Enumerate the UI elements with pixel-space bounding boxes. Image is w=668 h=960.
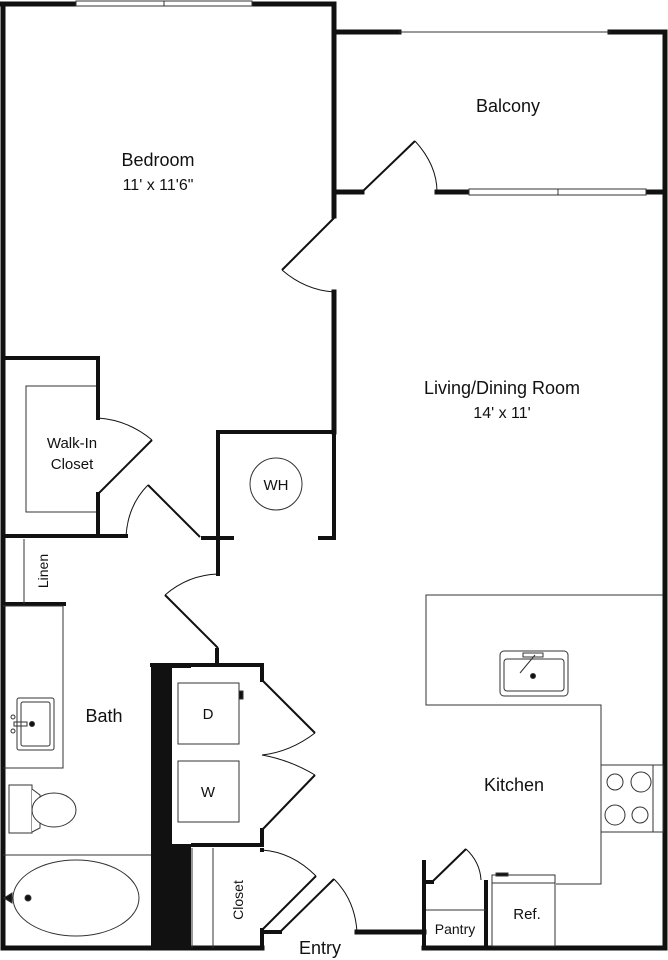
walkin-closet-label-2: Closet: [51, 456, 94, 473]
washer-label: W: [201, 784, 216, 801]
closet-label: Closet: [230, 880, 246, 920]
living-room-dimensions: 14' x 11': [473, 405, 530, 422]
bath-label: Bath: [85, 706, 122, 726]
linen-label: Linen: [35, 554, 51, 588]
kitchen-sink-icon: [499, 650, 569, 697]
kitchen-label: Kitchen: [484, 775, 544, 795]
doors: [97, 140, 482, 933]
pantry-label: Pantry: [435, 921, 475, 937]
dryer-icon: [177, 682, 244, 745]
refrigerator-label: Ref.: [513, 906, 541, 923]
room-labels: Bedroom 11' x 11'6" Balcony Living/Dinin…: [35, 96, 580, 958]
balcony-label: Balcony: [476, 96, 540, 116]
toilet-icon: [8, 784, 77, 834]
range-icon: [604, 771, 652, 826]
washer-icon: [177, 760, 240, 823]
water-heater-icon: [249, 457, 303, 511]
walkin-closet-label: Walk-In: [47, 435, 97, 452]
fixture-lines: [3, 385, 664, 948]
bedroom-dimensions: 11' x 11'6": [123, 177, 194, 194]
water-heater-label: WH: [264, 477, 289, 494]
living-room-label: Living/Dining Room: [424, 378, 580, 398]
dryer-label: D: [203, 706, 214, 723]
bedroom-label: Bedroom: [121, 150, 194, 170]
bathtub-icon: [3, 859, 140, 937]
entry-label: Entry: [299, 938, 341, 958]
bath-sink-icon: [10, 697, 55, 751]
windows: [75, 0, 647, 196]
